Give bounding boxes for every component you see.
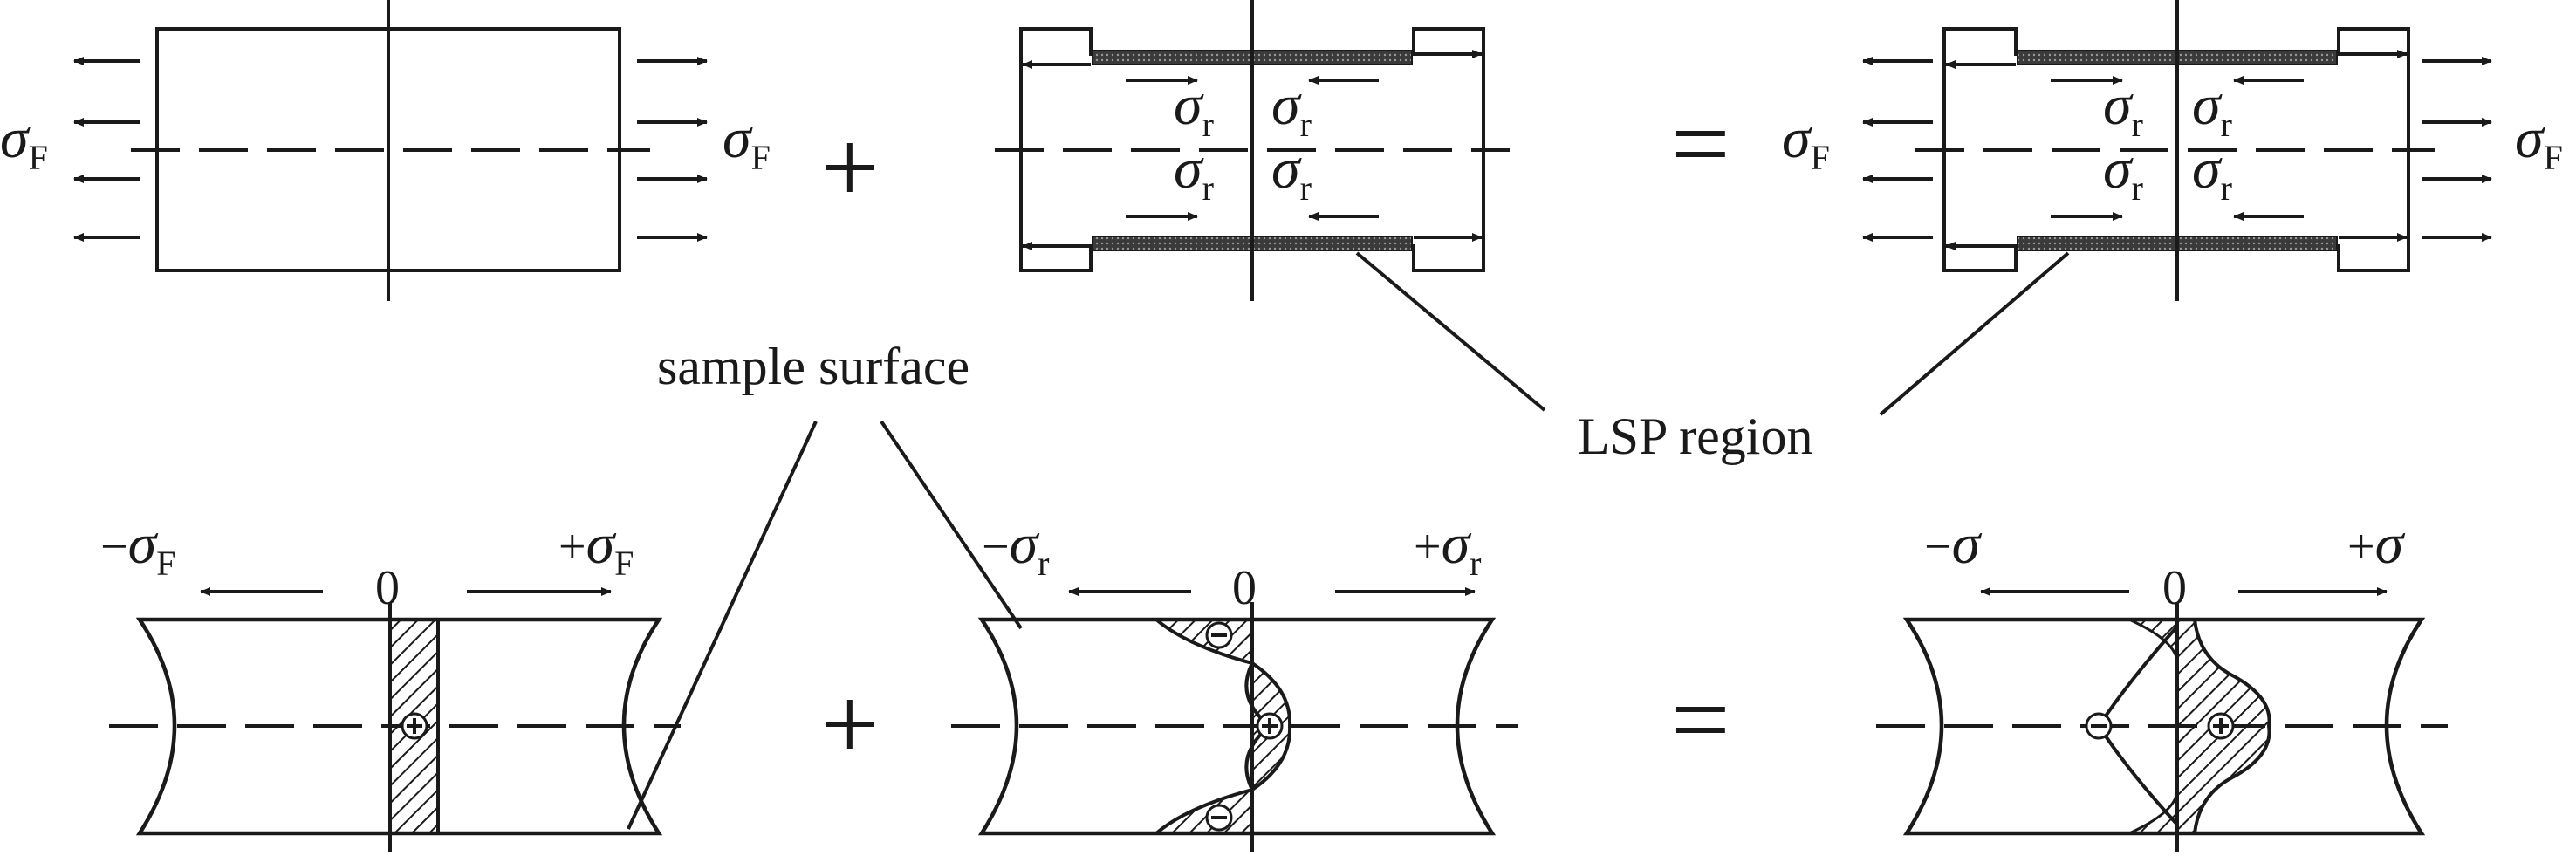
specimen-outline	[977, 617, 1497, 836]
sigma-F-left: σF	[0, 106, 48, 177]
neg-sigma: −σ	[1924, 512, 1983, 576]
sample-surface-label: sample surface	[657, 338, 969, 395]
sigma-r-2: σr	[1271, 73, 1312, 144]
sigma-F-left: σF	[1782, 106, 1830, 177]
top-panel-residual-stress: σr σr σr σr	[995, 0, 1510, 301]
top-panel-combined: σr σr σr σr σF σF	[1782, 0, 2563, 301]
plus-operator-bottom: +	[820, 666, 880, 782]
inner-arrows	[1022, 50, 1483, 250]
bottom-panel-residual-profile: −σr 0 +σr	[951, 512, 1518, 852]
top-panel-applied-stress: σF σF	[0, 0, 771, 301]
sample-surface-leader-right	[880, 420, 1023, 630]
left-arrows	[1862, 57, 1933, 242]
sigma-r-4: σr	[2192, 137, 2232, 208]
pos-sigma-F: +σF	[558, 512, 634, 583]
sigma-r-3: σr	[2103, 137, 2143, 208]
neg-sigma-F: −σF	[100, 512, 175, 583]
sigma-r-4: σr	[1271, 137, 1312, 208]
specimen-outline	[135, 617, 663, 836]
lsp-region-leader-left	[1355, 251, 1546, 412]
lsp-region-leader-right	[1879, 251, 2070, 416]
lsp-region-label: LSP region	[1578, 407, 1812, 465]
sigma-r-1: σr	[2103, 73, 2143, 144]
sigma-r-3: σr	[1174, 137, 1214, 208]
sigma-F-right: σF	[2515, 106, 2563, 177]
right-arrows	[2422, 57, 2492, 242]
specimen-outline	[1019, 27, 1485, 272]
sigma-r-2: σr	[2192, 73, 2232, 144]
specimen-outline	[1942, 27, 2410, 272]
zero-label: 0	[2162, 561, 2187, 615]
pos-sigma-r: +σr	[1414, 512, 1481, 583]
left-arrows	[73, 57, 140, 242]
bottom-panel-applied-profile: −σF 0 +σF	[100, 512, 681, 852]
inner-arrows	[1945, 50, 2408, 250]
bottom-panel-combined-profile: −σ 0 +σ	[1876, 512, 2448, 852]
pos-sigma: +σ	[2347, 512, 2406, 576]
zero-label: 0	[375, 561, 400, 615]
equals-operator-bottom: =	[1671, 661, 1730, 777]
plus-operator-top: +	[820, 109, 880, 225]
equals-operator-top: =	[1671, 86, 1730, 202]
specimen-outline	[1902, 617, 2426, 836]
neg-sigma-r: −σr	[982, 512, 1049, 583]
compressive-lobe-bottom	[1151, 787, 1254, 835]
sigma-r-1: σr	[1174, 73, 1214, 144]
compressive-lobe-top	[1151, 618, 1254, 666]
sample-surface-leader-left	[627, 421, 818, 830]
right-arrows	[637, 57, 708, 242]
sigma-F-right: σF	[723, 106, 771, 177]
